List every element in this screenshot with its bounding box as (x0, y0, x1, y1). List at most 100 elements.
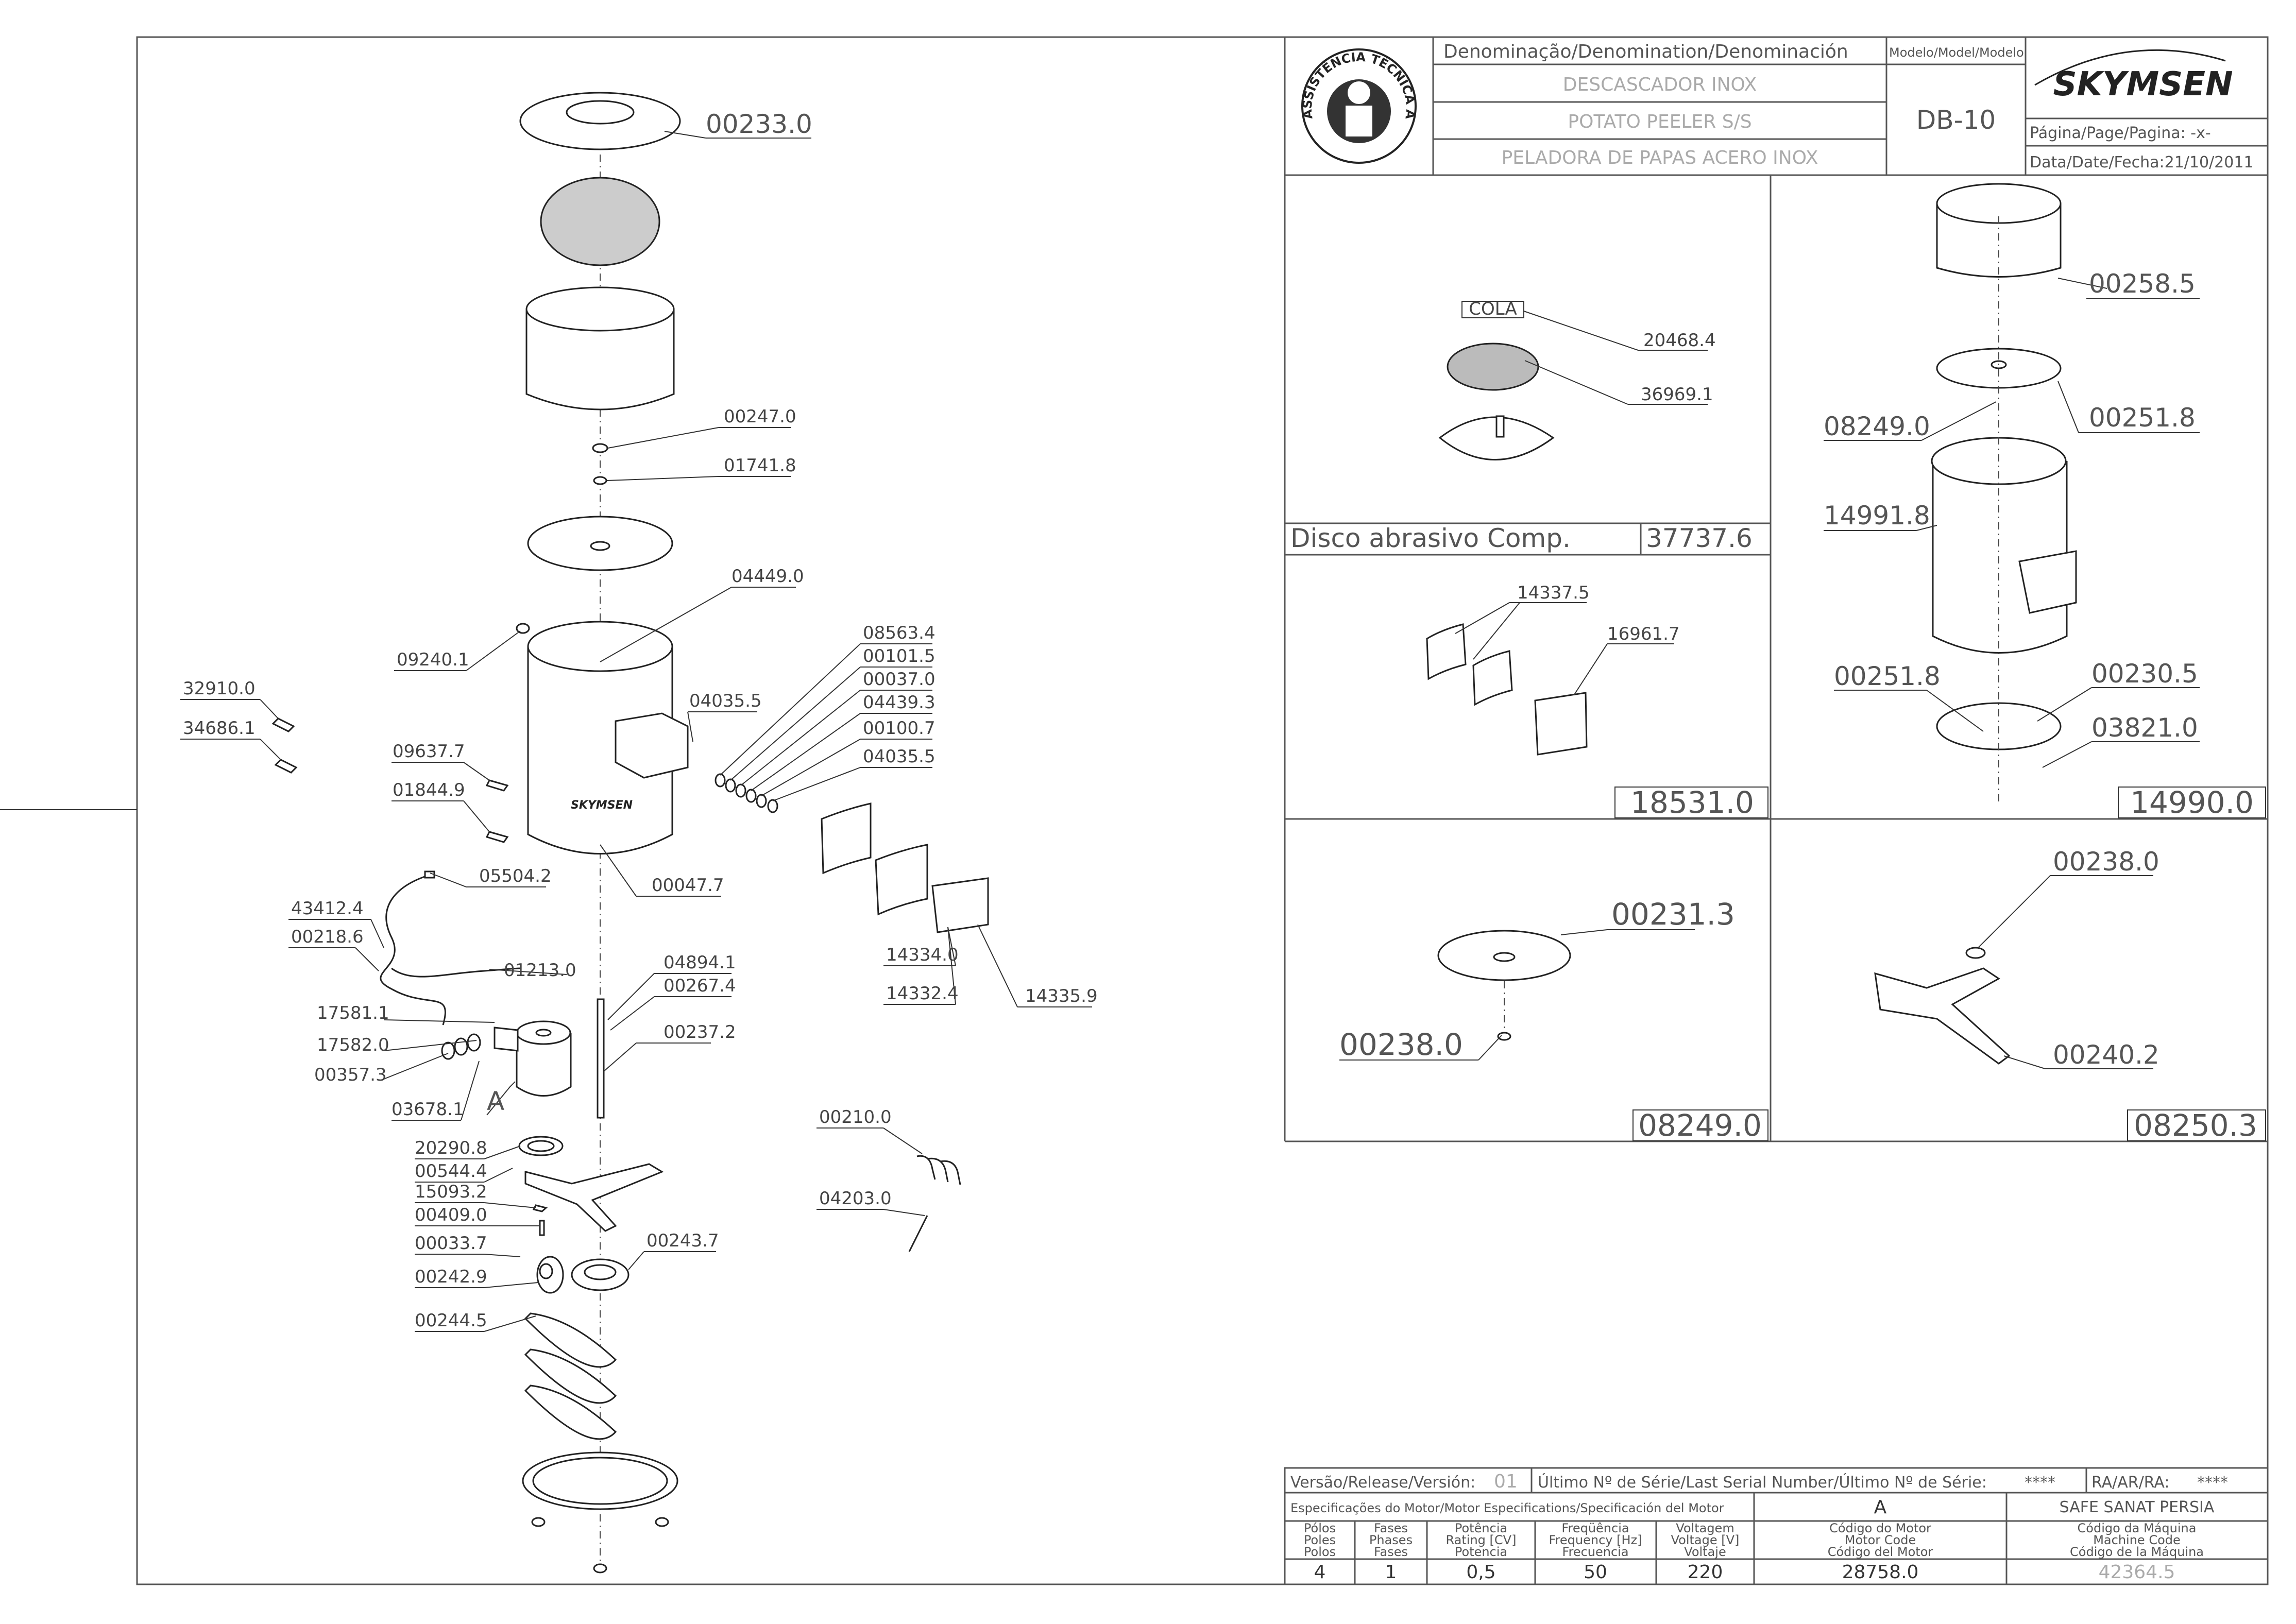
poles-value: 4 (1314, 1562, 1326, 1583)
label-43412: 43412.4 (291, 898, 364, 919)
label-00409: 00409.0 (415, 1205, 487, 1225)
freq-h3: Frecuencia (1562, 1545, 1628, 1559)
power-h3: Potencia (1455, 1545, 1507, 1559)
denomination-title: Denominação/Denomination/Denominación (1443, 41, 1848, 62)
power-h2: Rating [CV] (1446, 1533, 1517, 1547)
version-label: Versão/Release/Versión: (1290, 1474, 1475, 1492)
wiring-harness (380, 875, 446, 1025)
poles-h2: Poles (1304, 1533, 1336, 1547)
phases-h1: Fases (1374, 1521, 1408, 1535)
liner-b (1472, 650, 1513, 706)
screws-00210 (916, 1155, 936, 1180)
seal-text: ASSISTÊNCIA TÉCNICA AUTORIZADA (0, 0, 1418, 120)
label-00267: 00267.4 (664, 976, 736, 996)
detail-panels-grid (1284, 175, 2269, 1142)
body-chute (2018, 550, 2077, 614)
label-00242: 00242.9 (415, 1267, 487, 1287)
label-34686: 34686.1 (183, 718, 256, 739)
label-20468: 20468.4 (1643, 330, 1716, 351)
sticker-34686 (274, 759, 298, 774)
label-00238-arm: 00238.0 (2053, 847, 2159, 877)
liners-code: 18531.0 (1630, 785, 1754, 820)
label-14332: 14332.4 (886, 983, 959, 1004)
disc-code: 37737.6 (1646, 523, 1753, 553)
label-05504: 05504.2 (479, 866, 552, 886)
label-03678: 03678.1 (392, 1099, 464, 1120)
ra-value: **** (2197, 1474, 2228, 1492)
label-00218: 00218.6 (291, 927, 364, 947)
label-00244: 00244.5 (415, 1310, 487, 1331)
label-17581: 17581.1 (317, 1003, 389, 1023)
machine-code-h1: Código da Máquina (2078, 1521, 2197, 1535)
name-en: POTATO PEELER S/S (1568, 111, 1751, 132)
panel-body: 00258.5 08249.0 00251.8 14991.8 00251.8 … (1824, 183, 2266, 820)
panel-plate: 00231.3 00238.0 08249.0 (1339, 897, 1768, 1143)
volt-value: 220 (1688, 1562, 1723, 1583)
label-00240: 00240.2 (2053, 1040, 2159, 1070)
freq-h2: Frequency [Hz] (1549, 1533, 1642, 1547)
label-04439: 04439.3 (863, 692, 936, 713)
label-00251-a: 00251.8 (2089, 403, 2196, 433)
label-04894: 04894.1 (664, 952, 736, 973)
volt-h3: Voltaje (1684, 1545, 1726, 1559)
motor-code-h1: Código do Motor (1829, 1521, 1931, 1535)
liner-ring (525, 309, 675, 411)
liner-a (1426, 623, 1467, 680)
label-00243: 00243.7 (647, 1230, 719, 1251)
ra-label: RA/AR/RA: (2091, 1474, 2169, 1492)
label-14334: 14334.0 (886, 945, 959, 965)
machine-code-value: 42364.5 (2099, 1562, 2175, 1583)
label-00544: 00544.4 (415, 1161, 487, 1182)
name-es: PELADORA DE PAPAS ACERO INOX (1502, 147, 1818, 168)
label-16961: 16961.7 (1607, 624, 1680, 644)
machine-code-h3: Código de la Máquina (2070, 1545, 2204, 1559)
label-00033: 00033.7 (415, 1233, 487, 1254)
label-14337: 14337.5 (1517, 583, 1590, 603)
motor-spec-label: Especificações do Motor/Motor Especifica… (1290, 1501, 1724, 1515)
volt-h1: Voltagem (1676, 1521, 1734, 1535)
label-00231: 00231.3 (1611, 897, 1735, 932)
belt-2 (524, 1348, 617, 1404)
phases-value: 1 (1385, 1562, 1397, 1583)
label-00251-b: 00251.8 (1834, 661, 1941, 691)
side-liner-b (875, 844, 928, 916)
label-00247: 00247.0 (724, 406, 796, 427)
label-00047: 00047.7 (652, 875, 724, 896)
cable-tie-04203 (908, 1215, 928, 1252)
label-15093: 15093.2 (415, 1182, 487, 1202)
abrasive-sheet (1447, 343, 1539, 391)
volt-h2: Voltage [V] (1671, 1533, 1740, 1547)
label-00230: 00230.5 (2091, 659, 2198, 689)
label-04449: 04449.0 (732, 566, 804, 587)
phases-h2: Phases (1369, 1533, 1413, 1547)
brand-swoosh (2034, 49, 2226, 86)
label-01741: 01741.8 (724, 455, 796, 476)
title-block: Denominação/Denomination/Denominación DE… (0, 0, 2269, 176)
power-value: 0,5 (1466, 1562, 1495, 1583)
label-00101: 00101.5 (863, 646, 936, 666)
brand-logo: SKYMSEN (2053, 65, 2233, 104)
panel-liners: 14337.5 16961.7 18531.0 (1426, 583, 1768, 820)
cola-label: COLA (1469, 299, 1517, 319)
label-00258: 00258.5 (2089, 269, 2196, 299)
label-09240: 09240.1 (397, 649, 469, 670)
body-code: 14990.0 (2130, 785, 2254, 820)
label-04035-b: 04035.5 (863, 746, 936, 767)
panel-arm: 00238.0 00240.2 08250.3 (1874, 847, 2266, 1143)
label-32910: 32910.0 (183, 678, 256, 699)
abrasive-disc-base (1438, 416, 1555, 460)
disc-title: Disco abrasivo Comp. (1290, 523, 1571, 553)
label-00037: 00037.0 (863, 669, 936, 690)
motor-code-h2: Motor Code (1845, 1533, 1916, 1547)
label-03821: 03821.0 (2091, 713, 2198, 743)
label-14991: 14991.8 (1824, 501, 1930, 531)
freq-value: 50 (1584, 1562, 1607, 1583)
bottom-spec-table: Versão/Release/Versión: 01 Último Nº de … (1284, 1467, 2269, 1585)
serial-value: **** (2025, 1474, 2055, 1492)
poles-h1: Pólos (1304, 1521, 1336, 1535)
scraper-arm (1874, 967, 2011, 1065)
label-20290: 20290.8 (415, 1138, 487, 1158)
main-exploded-view: 00233.0 00247.0 01741.8 SKYMSEN 04449.0 … (180, 92, 1098, 1574)
label-04035-a: 04035.5 (689, 691, 762, 711)
